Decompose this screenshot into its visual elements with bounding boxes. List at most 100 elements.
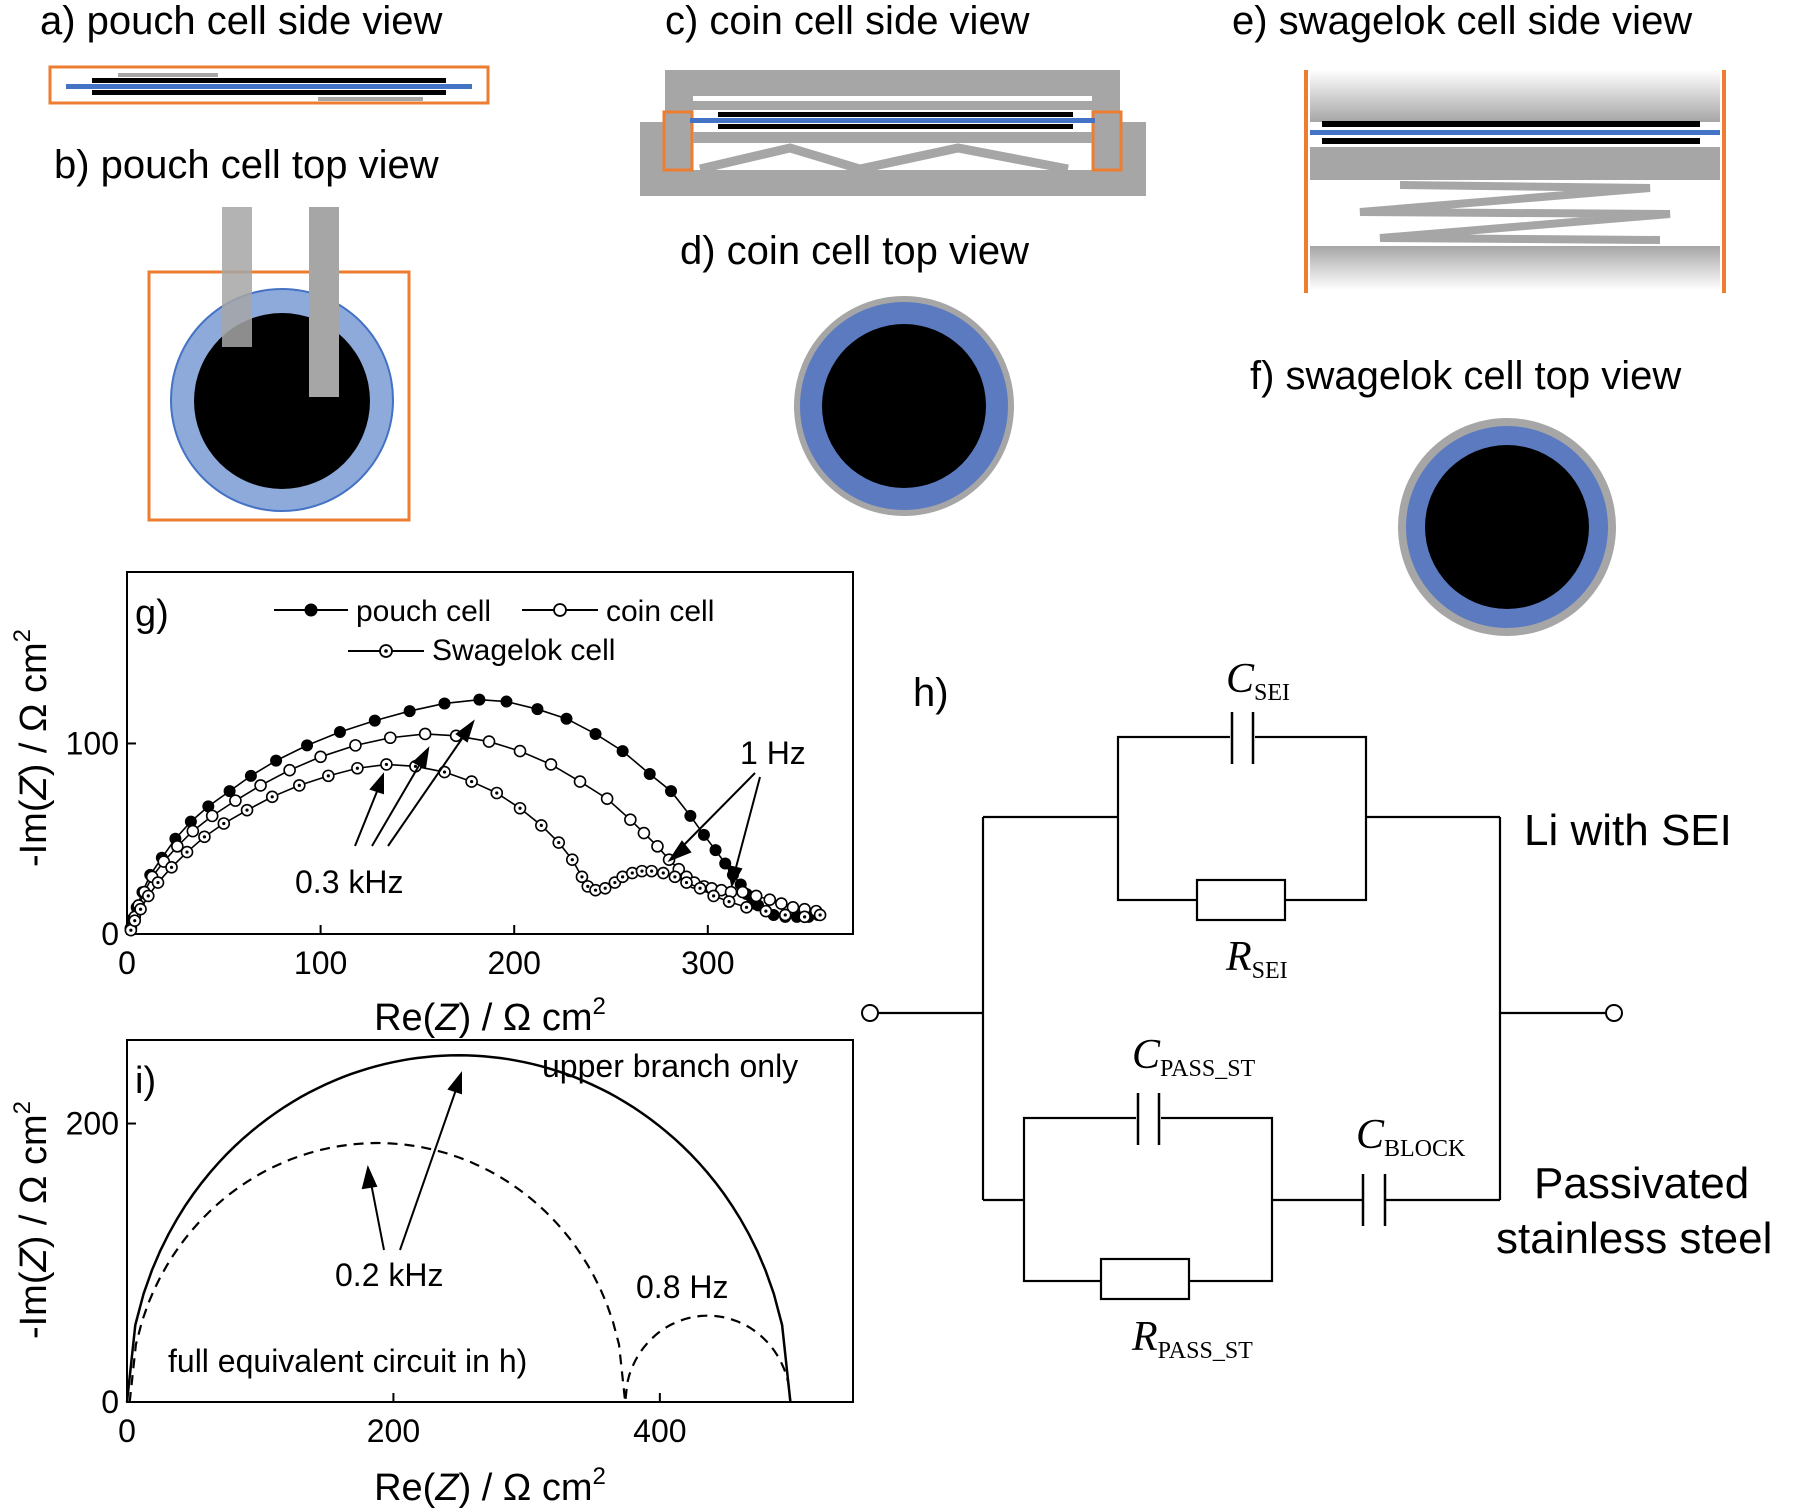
- data-point-dot: [326, 774, 330, 778]
- resistor-r-pass: [1099, 1257, 1191, 1301]
- data-point-dot: [818, 913, 822, 917]
- data-point: [482, 735, 496, 748]
- swagelok-separator: [1310, 130, 1720, 135]
- legend-label-pouch: pouch cell: [356, 595, 491, 628]
- label-passivated: Passivated: [1534, 1159, 1749, 1208]
- coin-case: [640, 122, 1146, 196]
- data-point-dot: [783, 913, 787, 917]
- series-swagelok-cell: [124, 758, 827, 937]
- swagelok-bottom-rod: [1310, 246, 1720, 290]
- coin-gasket-left: [662, 110, 694, 172]
- chart-i-annotation-full: full equivalent circuit in h): [168, 1343, 527, 1379]
- coin-electrode-disc: [822, 324, 986, 488]
- x-tick-label: 200: [488, 945, 541, 981]
- legend-marker-swagelok-dot: [384, 649, 388, 653]
- data-point-dot: [650, 869, 654, 873]
- data-point: [736, 885, 749, 899]
- coin-cap-right: [1092, 70, 1120, 170]
- data-point: [665, 785, 678, 798]
- pouch-separator: [66, 84, 472, 89]
- pouch-tab-right: [309, 207, 339, 397]
- panel-a-title: a) pouch cell side view: [40, 0, 443, 43]
- label-c-sei: CSEI: [1226, 656, 1290, 706]
- chart-i-panel-label: i): [135, 1060, 156, 1102]
- data-point: [560, 712, 573, 725]
- data-point: [684, 809, 697, 822]
- chart-g-annotation-03khz: 0.3 kHz: [295, 864, 403, 900]
- chart-g-legend: pouch cell coin cell Swagelok cell: [274, 595, 714, 667]
- data-point-dot: [495, 791, 499, 795]
- chart-i-xlabel: Re(Z) / Ω cm2: [374, 1463, 606, 1509]
- pouch-tab-top: [118, 73, 218, 77]
- swagelok-top-rod: [1310, 70, 1720, 122]
- capacitor-c-block: [1361, 1174, 1387, 1226]
- data-point: [301, 739, 314, 752]
- coin-electrode-top: [718, 112, 1073, 117]
- data-point: [270, 754, 283, 767]
- data-point-dot: [138, 907, 143, 911]
- label-r-pass: RPASS_ST: [1131, 1314, 1253, 1364]
- data-point-dot: [661, 871, 665, 875]
- panel-e: e) swagelok cell side view: [1232, 0, 1726, 293]
- coin-gasket-right: [1091, 110, 1123, 172]
- data-point: [223, 785, 236, 798]
- chart-g-frame: [126, 571, 854, 935]
- label-c-block: CBLOCK: [1356, 1112, 1466, 1162]
- data-point: [403, 705, 416, 718]
- panel-h-title: h): [913, 671, 949, 715]
- panel-f-title: f) swagelok cell top view: [1250, 354, 1681, 398]
- data-point-dot: [673, 875, 677, 879]
- data-point: [500, 695, 513, 708]
- swagelok-electrode-bottom: [1322, 138, 1700, 144]
- data-point-dot: [413, 764, 418, 768]
- data-point-dot: [129, 928, 133, 932]
- chart-i-arrows: [361, 1071, 462, 1251]
- data-point: [637, 826, 651, 840]
- panel-d-title: d) coin cell top view: [680, 229, 1029, 273]
- data-point-dot: [146, 894, 150, 898]
- data-point-dot: [803, 915, 807, 919]
- data-point: [205, 809, 219, 823]
- x-tick-label: 400: [633, 1413, 686, 1449]
- chart-g-annotation-1hz: 1 Hz: [740, 735, 806, 771]
- pouch-electrode-top: [92, 78, 446, 83]
- label-li-with-sei: Li with SEI: [1524, 806, 1732, 855]
- terminal-left: [861, 1004, 879, 1022]
- data-point-dot: [698, 886, 702, 890]
- data-point-dot: [764, 909, 768, 913]
- coin-spring: [698, 143, 1069, 174]
- data-point-dot: [621, 875, 625, 879]
- chart-i-annotation-08hz: 0.8 Hz: [636, 1269, 728, 1305]
- data-point: [531, 703, 544, 716]
- legend-marker-pouch: [304, 603, 318, 617]
- data-point: [624, 813, 637, 826]
- data-point: [651, 840, 664, 853]
- data-point: [254, 779, 267, 792]
- data-point-dot: [442, 770, 447, 774]
- y-tick-label: 200: [66, 1106, 119, 1142]
- panel-h: h): [861, 656, 1772, 1364]
- data-point: [473, 693, 486, 706]
- coin-electrode-bottom: [718, 124, 1073, 129]
- data-point: [283, 763, 296, 777]
- resistor-r-sei: [1195, 878, 1287, 922]
- data-point-dot: [586, 884, 590, 888]
- legend-label-swagelok: Swagelok cell: [432, 634, 615, 667]
- data-point-dot: [169, 865, 174, 869]
- chart-i-series: [125, 1054, 792, 1403]
- coin-top-plate: [693, 101, 1092, 110]
- series-coin-cell: [124, 727, 823, 935]
- data-point: [786, 901, 800, 914]
- data-point-dot: [557, 840, 561, 845]
- chart-g-xlabel: Re(Z) / Ω cm2: [374, 993, 606, 1039]
- y-tick-label: 0: [101, 1384, 119, 1420]
- data-point: [600, 792, 614, 806]
- data-point: [749, 889, 763, 903]
- data-point: [763, 893, 777, 907]
- capacitor-c-pass: [1136, 1093, 1161, 1145]
- data-point-dot: [245, 808, 249, 812]
- terminal-right: [1605, 1004, 1623, 1022]
- x-tick-label: 300: [681, 945, 734, 981]
- panel-c: c) coin cell side view: [640, 0, 1146, 196]
- data-point: [229, 794, 242, 807]
